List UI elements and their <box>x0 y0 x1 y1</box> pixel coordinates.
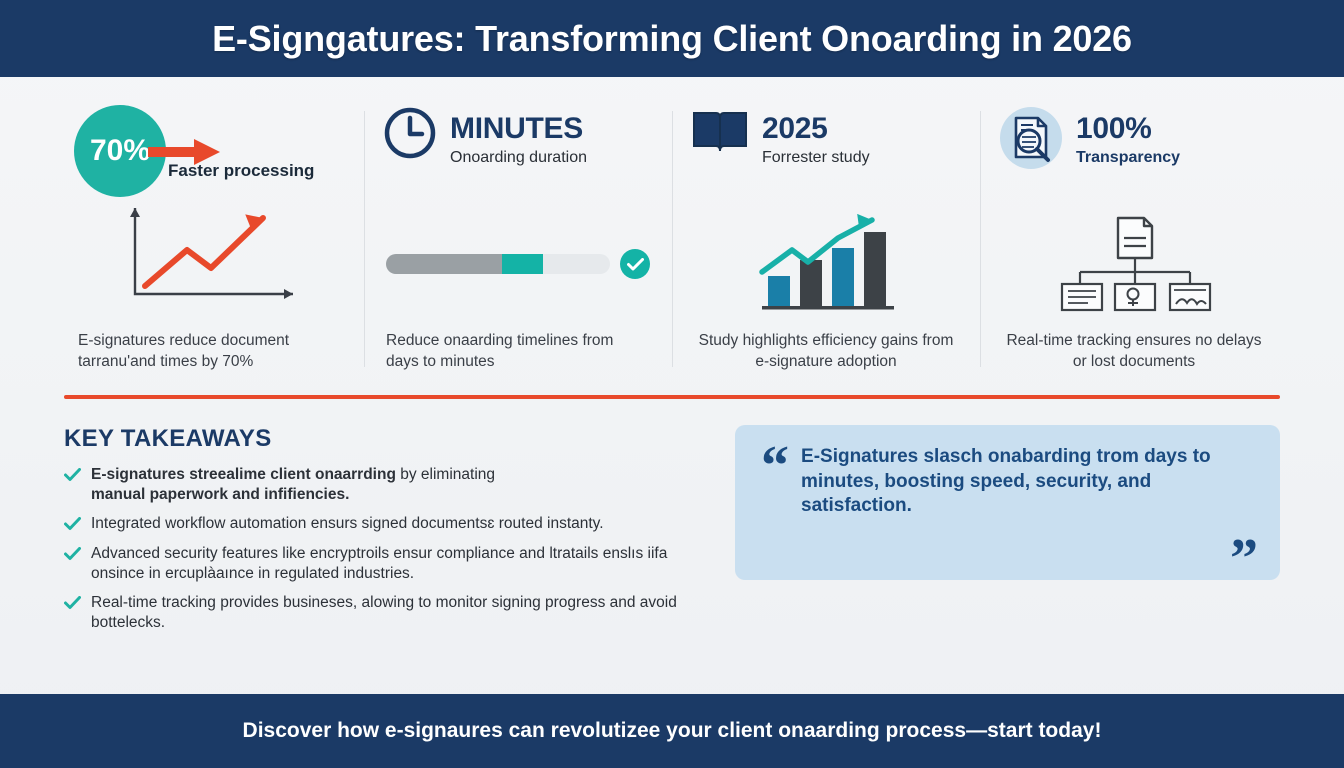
footer-cta-text: Discover how e-signaures can revolutizee… <box>242 719 1102 742</box>
stat-card-3-head: 2025 Forrester study <box>690 105 962 197</box>
stat-value-2025: 2025 <box>762 112 828 145</box>
stat-label-onboarding-duration: Onoarding duration <box>450 148 587 166</box>
quote-text: E-Signatures slasch onabarding trom days… <box>801 446 1211 517</box>
stat-card-3-visual <box>690 197 962 331</box>
stat-card-2-caption: Reduce onaarding timelines from days to … <box>386 332 614 371</box>
stat-card-4-caption: Real-time tracking ensures no delays or … <box>1006 332 1262 371</box>
takeaways-list: E-signatures streealime client onaarrdin… <box>64 465 695 634</box>
progress-track <box>386 254 610 275</box>
check-icon <box>64 595 81 615</box>
stat-value-minutes: MINUTES <box>450 112 583 145</box>
header-bar: E-Signgatures: Transforming Client Onoar… <box>0 0 1344 77</box>
document-tree-icon <box>1060 216 1212 312</box>
quote-close-icon: ” <box>1230 528 1258 591</box>
stat-card-2-visual <box>382 197 654 331</box>
bullet-1-normal: by eliminating <box>395 466 496 483</box>
page-title: E-Signgatures: Transforming Client Onoar… <box>212 17 1132 59</box>
stat-card-3-text: 2025 Forrester study <box>762 105 870 167</box>
stat-card-forrester-study: 2025 Forrester study Study highlights ef… <box>672 105 980 377</box>
document-search-icon <box>998 105 1064 176</box>
stat-card-2-head: MINUTES Onoarding duration <box>382 105 654 197</box>
check-circle-icon <box>620 249 650 280</box>
bar-chart-growth-icon <box>759 214 894 310</box>
bullet-1-bold: E-signatures streealime client onaarrdin… <box>91 466 396 483</box>
right-arrow-icon <box>148 139 220 165</box>
check-icon <box>64 546 81 566</box>
stat-card-1-head: 70% <box>74 105 346 197</box>
stat-card-1-caption: E-signatures reduce document tarranu'and… <box>78 332 290 371</box>
stat-label-forrester-study: Forrester study <box>762 148 870 166</box>
line-chart-upward-icon <box>130 208 293 300</box>
key-takeaways-title: KEY TAKEAWAYS <box>64 425 272 452</box>
stat-card-4-head: 100% Transparency <box>998 105 1270 197</box>
bullet-text: Real-time tracking provides busineses, a… <box>91 593 677 632</box>
bullet-text: E-signatures streealime client onaarrdin… <box>91 465 495 506</box>
lower-section: KEY TAKEAWAYS E-signatures streealime cl… <box>0 399 1344 694</box>
stats-row: 70% Faster processing E-signatures reduc… <box>0 77 1344 377</box>
stat-value-100: 100% <box>1076 112 1152 145</box>
stat-card-1-headline: Faster processing <box>168 161 315 180</box>
bullet-text: Advanced security features like encryptr… <box>91 544 668 583</box>
clock-icon <box>382 105 438 166</box>
check-icon <box>64 468 81 487</box>
bullet-text: Integrated workflow automation ensurs si… <box>91 514 604 532</box>
section-divider <box>64 395 1280 399</box>
progress-bar <box>382 249 654 280</box>
book-icon <box>690 105 750 160</box>
stat-card-4-text: 100% Transparency <box>1076 105 1180 167</box>
quote-callout: “ E-Signatures slasch onabarding trom da… <box>735 425 1280 591</box>
key-takeaways-panel: KEY TAKEAWAYS E-signatures streealime cl… <box>64 425 695 694</box>
check-icon <box>64 516 81 536</box>
progress-segment-grey <box>386 254 503 275</box>
list-item: E-signatures streealime client onaarrdin… <box>64 465 695 506</box>
stat-card-faster-processing: 70% Faster processing E-signatures reduc… <box>56 105 364 377</box>
list-item: Real-time tracking provides busineses, a… <box>64 593 695 634</box>
quote-inner: “ E-Signatures slasch onabarding trom da… <box>761 435 1254 519</box>
bullet-1-bold2: manual paperwork and infifiencies. <box>91 486 350 504</box>
footer-bar: Discover how e-signaures can revolutizee… <box>0 694 1344 768</box>
list-item: Advanced security features like encryptr… <box>64 544 695 585</box>
progress-segment-teal <box>502 254 543 275</box>
stat-card-3-caption: Study highlights efficiency gains from e… <box>698 332 954 371</box>
stat-label-transparency: Transparency <box>1076 148 1181 166</box>
stat-card-4-visual <box>998 197 1270 331</box>
stat-card-2-text: MINUTES Onoarding duration <box>450 105 587 167</box>
stat-card-1-visual <box>74 181 346 331</box>
quote-open-icon: “ <box>761 435 790 497</box>
stat-card-minutes: MINUTES Onoarding duration <box>364 105 672 377</box>
list-item: Integrated workflow automation ensurs si… <box>64 514 695 536</box>
stat-card-transparency: 100% Transparency <box>980 105 1288 377</box>
